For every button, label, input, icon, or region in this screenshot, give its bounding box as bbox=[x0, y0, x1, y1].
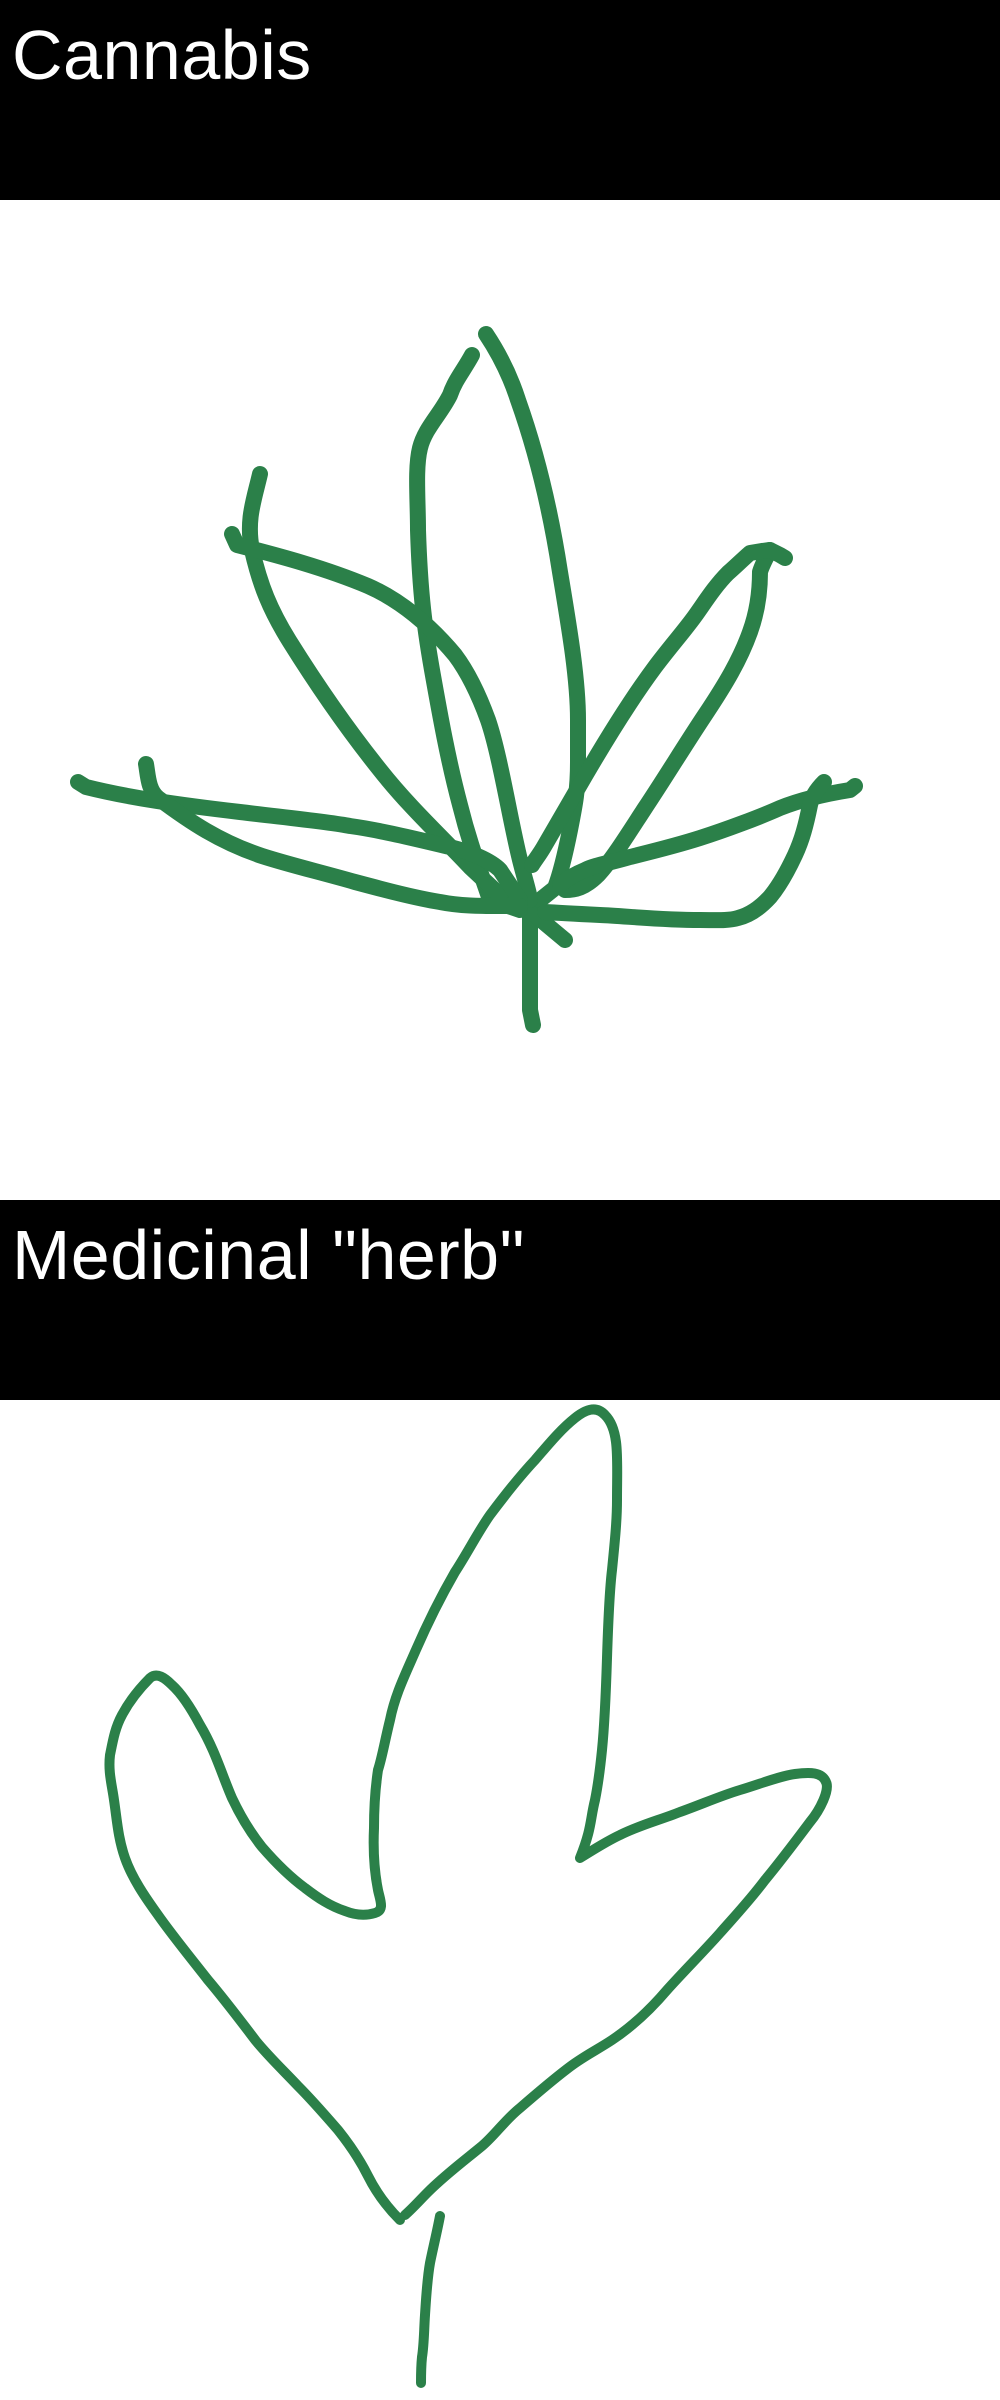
cannabis-leaf-drawing-icon bbox=[70, 326, 863, 1033]
herb-leaf-drawing-icon bbox=[104, 1404, 832, 2388]
cannabis-header: Cannabis bbox=[0, 0, 1000, 200]
medicinal-herb-title: Medicinal "herb" bbox=[12, 1216, 525, 1294]
cannabis-drawing-panel bbox=[0, 200, 1000, 1200]
medicinal-herb-header: Medicinal "herb" bbox=[0, 1200, 1000, 1400]
herb-drawing-panel bbox=[0, 1400, 1000, 2400]
cannabis-title: Cannabis bbox=[12, 16, 312, 94]
